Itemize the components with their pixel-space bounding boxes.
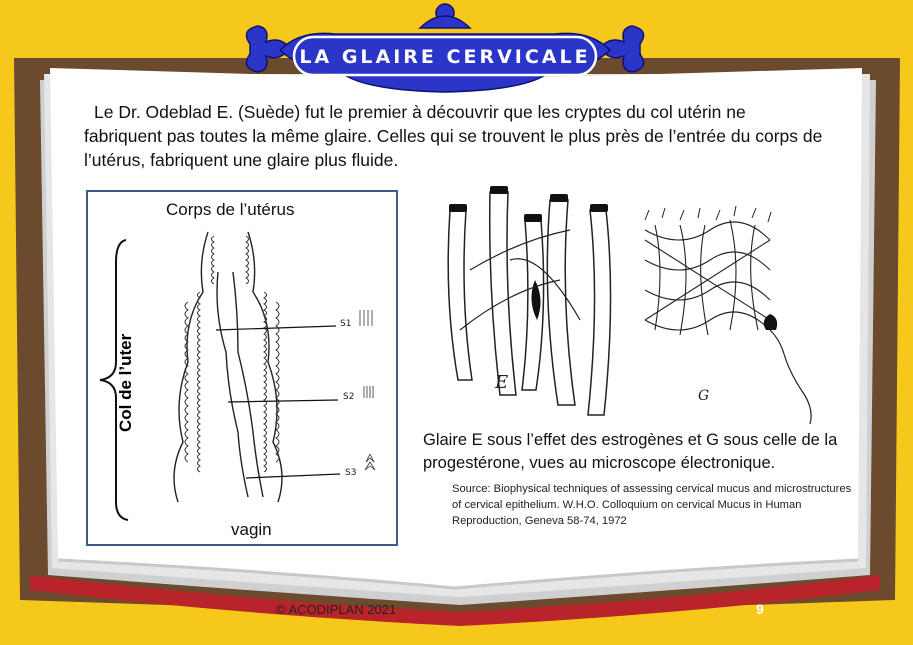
intro-paragraph: Le Dr. Odeblad E. (Suède) fut le premier… [84,102,823,170]
page-number: 9 [756,601,764,617]
vagina-label: vagin [231,520,272,539]
marker-s3: S3 [345,468,357,478]
cervix-diagram: Corps de l’utérus Col de l’uter [86,190,398,546]
micrograph-caption: Glaire E sous l’effet des estrogènes et … [423,431,838,472]
source-citation: Source: Biophysical techniques of assess… [452,483,852,527]
cervix-drawing [99,231,376,521]
page-title: LA GLAIRE CERVICALE [299,46,591,68]
copyright-text: © ACODIPLAN 2021 [276,602,397,617]
uterus-body-label: Corps de l’utérus [166,200,295,219]
marker-s1: S1 [340,319,352,329]
title-ornament [245,3,645,93]
micrograph-letter-g: G [698,388,710,404]
micrograph-letter-e: E [495,372,509,393]
micrograph-drawing [447,186,812,425]
marker-s2: S2 [343,392,355,402]
